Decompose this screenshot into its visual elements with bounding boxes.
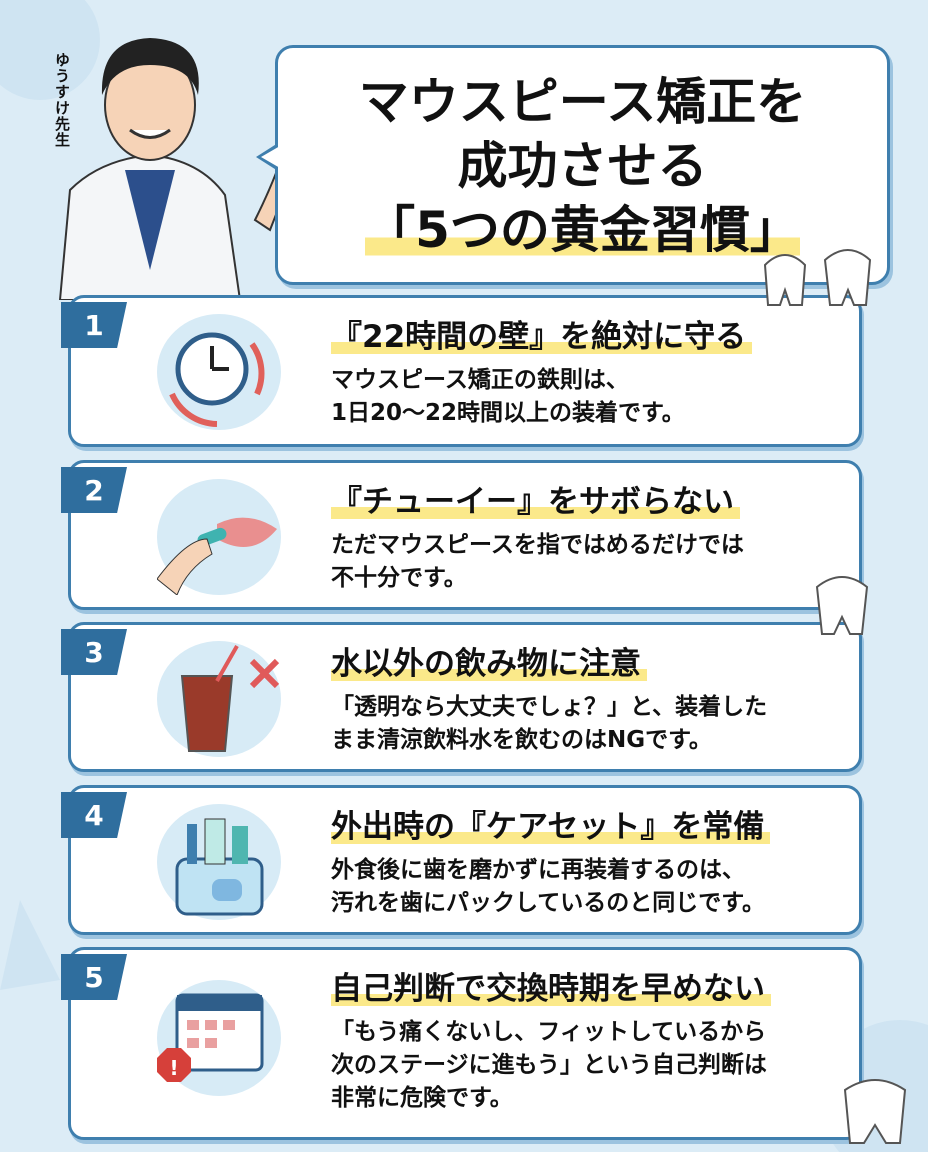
habit-card-2: 2 『チューイー』をサボらない ただマウスピースを指ではめるだけでは不十分です。 [61, 460, 862, 610]
calendar-icon: ! [157, 980, 281, 1096]
habit-body-line: 非常に危険です。 [331, 1085, 513, 1111]
habit-body-line: 外食後に歯を磨かずに再装着するのは、 [331, 857, 745, 883]
habit-body: 「透明なら大丈夫でしょ？」と、装着したまま清涼飲料水を飲むのはNGです。 [331, 691, 839, 757]
habit-number: 1 [61, 302, 127, 348]
tooth-mascot-icon [763, 249, 872, 306]
habit-card-3: 3 水以外の飲み物に注意 「透明なら大丈夫でしょ？」と、装着したまま清涼飲料水を… [61, 622, 862, 772]
title-line-2: 成功させる [457, 137, 708, 195]
title-speech-bubble: マウスピース矯正を 成功させる 「5つの黄金習慣」 [256, 45, 890, 285]
habit-card-4: 4 外出時の『ケアセット』を常備 外食後に歯を磨かずに再装着するのは、汚れを歯に… [61, 785, 862, 935]
page-title: マウスピース矯正を 成功させる 「5つの黄金習慣」 [278, 70, 887, 262]
title-line-3: 「5つの黄金習慣」 [365, 198, 800, 262]
habit-heading: 外出時の『ケアセット』を常備 [331, 806, 771, 848]
svg-text:!: ! [169, 1056, 178, 1080]
tooth-mascot-icon [815, 576, 869, 635]
habit-body-line: 1日20〜22時間以上の装着です。 [331, 400, 685, 426]
habit-card-1: 1 『22時間の壁』を絶対に守る マウスピース矯正の鉄則は、 1日20〜22時間以… [61, 295, 862, 447]
habit-body-line: マウスピース矯正の鉄則は、 [331, 367, 629, 393]
habit-heading: 『チューイー』をサボらない [331, 481, 740, 523]
habit-number: 5 [61, 954, 127, 1000]
habit-body: 「もう痛くないし、フィットしているから次のステージに進もう」という自己判断は非常… [331, 1016, 839, 1115]
habit-body-line: ただマウスピースを指ではめるだけでは [331, 532, 744, 558]
habit-body-line: 汚れを歯にパックしているのと同じです。 [331, 890, 766, 916]
habit-heading: 自己判断で交換時期を早めない [331, 968, 771, 1010]
tooth-mascot-icon [843, 1079, 907, 1144]
habit-body: マウスピース矯正の鉄則は、 1日20〜22時間以上の装着です。 [331, 364, 839, 430]
clock-icon [157, 314, 281, 430]
chewie-icon [156, 479, 281, 596]
habit-body: ただマウスピースを指ではめるだけでは不十分です。 [331, 529, 839, 595]
habit-number: 2 [61, 467, 127, 513]
habit-number: 4 [61, 792, 127, 838]
habit-body-line: 「透明なら大丈夫でしょ？」と、装着した [331, 694, 768, 720]
habit-heading: 『22時間の壁』を絶対に守る [331, 316, 753, 358]
habit-heading: 水以外の飲み物に注意 [331, 643, 647, 685]
habit-body-line: まま清涼飲料水を飲むのはNGです。 [331, 727, 712, 753]
drink-icon [157, 641, 281, 757]
habit-body-line: 不十分です。 [331, 565, 467, 591]
title-line-1: マウスピース矯正を [358, 73, 807, 131]
habit-body: 外食後に歯を磨かずに再装着するのは、汚れを歯にパックしているのと同じです。 [331, 854, 839, 920]
teacher-name: ゆうすけ先生 [53, 52, 71, 148]
habit-body-line: 次のステージに進もう」という自己判断は [331, 1052, 767, 1078]
teacher-illustration [40, 20, 302, 301]
care-set-icon [157, 804, 281, 920]
habit-body-line: 「もう痛くないし、フィットしているから [331, 1019, 767, 1045]
habit-card-5: 5 ! 自己判断で交換時期を早めない 「もう痛くないし、フィットしているから次の… [61, 947, 862, 1140]
habit-number: 3 [61, 629, 127, 675]
